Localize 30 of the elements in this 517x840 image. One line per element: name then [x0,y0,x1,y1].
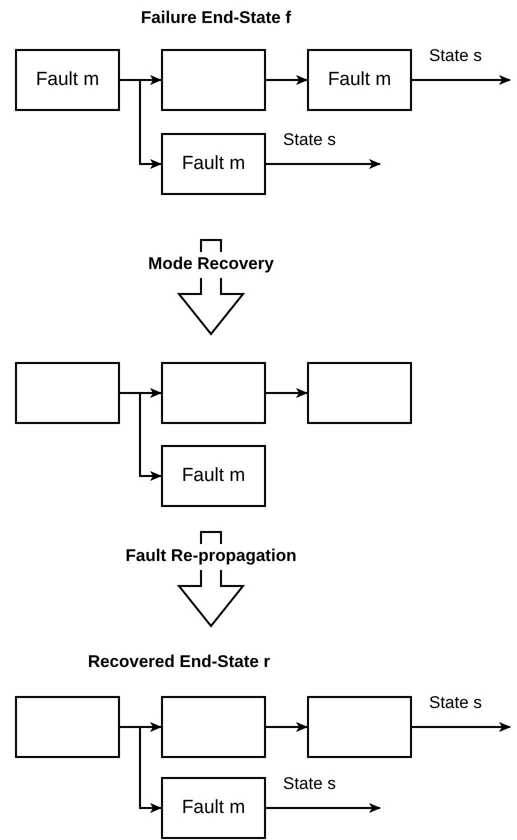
empty-box [15,696,120,758]
empty-box [161,49,266,111]
arrow [266,75,308,85]
arrow [120,726,162,813]
empty-box [161,696,266,758]
arrow [266,803,381,813]
process-box: Fault m [307,49,412,111]
empty-box [307,696,412,758]
process-box: Fault m [161,133,266,195]
arrow [120,392,162,481]
arrow-label: Mode Recovery [148,254,274,274]
arrow [266,388,308,398]
section-heading: Recovered End-State r [88,652,270,672]
arrow-label: Fault Re-propagation [126,546,296,566]
process-box: Fault m [15,49,120,111]
arrow [266,159,381,169]
arrow [412,75,511,85]
empty-box [15,362,120,424]
section-heading: Failure End-State f [140,8,292,28]
process-box: Fault m [161,445,266,507]
arrow [266,722,308,732]
arrow [412,722,511,732]
edge-label: State s [283,774,336,794]
arrow [120,79,162,169]
edge-label: State s [283,130,336,150]
edge-label: State s [429,693,482,713]
empty-box [161,362,266,424]
empty-box [307,362,412,424]
process-box: Fault m [161,777,266,839]
edge-label: State s [429,46,482,66]
